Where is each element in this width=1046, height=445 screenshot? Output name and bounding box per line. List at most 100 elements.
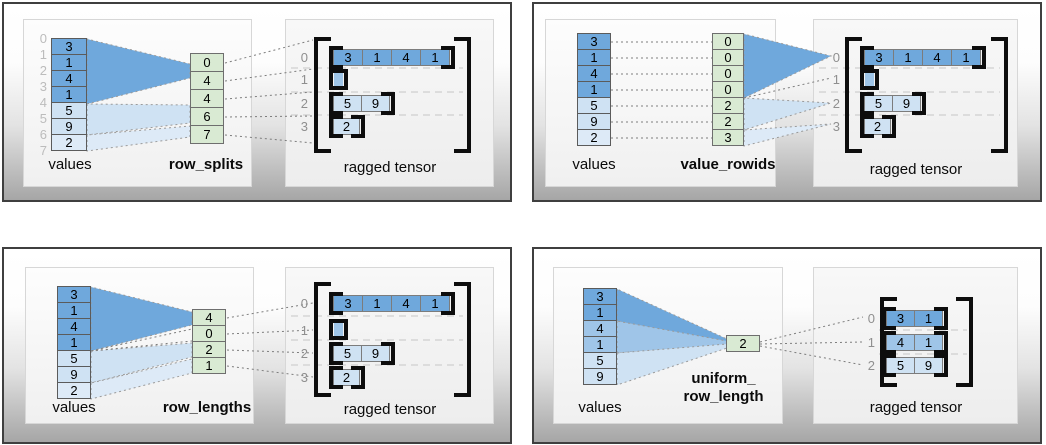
method-caption-line2: row_length: [683, 388, 764, 405]
panel-row-splits: 0 1 2 3 4 5 6 7 3 1 4 1 5 9 2 0 4 4 6 7 …: [2, 2, 512, 202]
method-caption-line1: uniform_: [691, 370, 756, 387]
value-cell: 9: [577, 113, 611, 130]
tensor-cell: 9: [914, 357, 943, 374]
value-rowids-column: 0 0 0 0 2 2 3: [712, 33, 744, 146]
empty-row-fill: [334, 323, 343, 336]
tensor-right-bracket: [454, 37, 471, 153]
value-cell: 1: [57, 302, 91, 319]
tensor-row: 5 9: [329, 92, 395, 115]
row-right-bracket: [381, 92, 395, 115]
values-column: 3 1 4 1 5 9 2: [57, 286, 91, 399]
tensor-row: 3 1: [882, 307, 948, 330]
row-label: 3: [832, 119, 840, 134]
tensor-right-bracket: [956, 297, 973, 387]
row-right-bracket: [441, 46, 455, 69]
method-cell: 4: [192, 309, 226, 326]
tensor-row-empty: [329, 319, 348, 340]
row-label: 2: [867, 358, 875, 373]
empty-row-fill: [865, 73, 874, 86]
row-left-bracket: [860, 46, 874, 69]
tensor-cell: 4: [391, 295, 421, 312]
index-label: 3: [39, 79, 47, 94]
row-label: 0: [867, 311, 875, 326]
row-label: 0: [300, 296, 308, 311]
method-cell: 7: [190, 125, 224, 144]
row-left-bracket: [329, 92, 343, 115]
tensor-row: 4 1: [882, 331, 948, 354]
value-cell: 9: [583, 368, 617, 385]
tensor-cell: 5: [333, 345, 362, 362]
row-lengths-column: 4 0 2 1: [192, 309, 226, 374]
row-right-bracket: [934, 354, 948, 377]
method-cell: 2: [712, 113, 744, 130]
method-cell: 2: [712, 97, 744, 114]
tensor-caption: ragged tensor: [343, 159, 437, 176]
value-cell: 3: [57, 286, 91, 303]
values-caption: values: [572, 156, 616, 173]
row-right-bracket: [381, 342, 395, 365]
row-label: 3: [300, 370, 308, 385]
method-cell: 4: [190, 71, 224, 90]
value-cell: 4: [583, 320, 617, 337]
row-right-bracket: [972, 46, 986, 69]
method-caption: uniform_ row_length: [646, 370, 801, 406]
tensor-left-bracket: [845, 37, 862, 153]
tensor-cell: 4: [922, 49, 952, 66]
tensor-cell: 1: [893, 49, 923, 66]
value-cell: 2: [57, 382, 91, 399]
panel-row-lengths: 3 1 4 1 5 9 2 4 0 2 1 values row_lengths…: [2, 247, 512, 444]
row-right-bracket: [351, 115, 365, 138]
value-cell: 5: [51, 102, 87, 119]
tensor-row: 3 1 4 1: [329, 46, 455, 69]
row-right-bracket: [441, 292, 455, 315]
method-cell: 0: [192, 325, 226, 342]
value-cell: 4: [51, 70, 87, 87]
value-cell: 2: [51, 134, 87, 151]
value-cell: 9: [57, 366, 91, 383]
value-cell: 3: [51, 38, 87, 55]
value-cell: 3: [583, 288, 617, 305]
row-label: 2: [300, 346, 308, 361]
tensor-cell: 9: [892, 95, 921, 112]
tensor-cell: 1: [420, 295, 450, 312]
tensor-row: 5 9: [860, 92, 926, 115]
value-cell: 1: [51, 54, 87, 71]
uniform-row-length-cell: 2: [726, 335, 760, 352]
tensor-caption: ragged tensor: [869, 399, 963, 416]
index-label: 7: [39, 143, 47, 158]
value-cell: 3: [577, 33, 611, 50]
method-cell: 0: [712, 65, 744, 82]
row-right-bracket: [334, 319, 348, 340]
index-label: 0: [39, 31, 47, 46]
tensor-right-bracket: [991, 37, 1008, 153]
method-caption: value_rowids: [680, 156, 776, 173]
index-label: 2: [39, 63, 47, 78]
value-cell: 5: [57, 350, 91, 367]
panel-uniform-row-length: 3 1 4 1 5 9 2 values uniform_ row_length…: [532, 247, 1042, 444]
method-cell: 2: [192, 341, 226, 358]
row-label: 2: [300, 96, 308, 111]
method-cell: 6: [190, 107, 224, 126]
value-cell: 2: [577, 129, 611, 146]
tensor-row: 3 1 4 1: [329, 292, 455, 315]
row-right-bracket: [912, 92, 926, 115]
row-label: 2: [832, 96, 840, 111]
tensor-cell: 2: [864, 118, 891, 135]
row-splits-column: 0 4 4 6 7: [190, 53, 224, 144]
tensor-cell: 1: [914, 334, 943, 351]
values-column: 3 1 4 1 5 9: [583, 288, 617, 385]
panel-value-rowids: 3 1 4 1 5 9 2 0 0 0 0 2 2 3 values value…: [532, 2, 1042, 202]
index-label: 6: [39, 127, 47, 142]
row-left-bracket: [329, 292, 343, 315]
tensor-cell: 2: [333, 369, 360, 386]
value-cell: 5: [577, 97, 611, 114]
value-cell: 1: [583, 304, 617, 321]
row-right-bracket: [934, 331, 948, 354]
tensor-row: 5 9: [329, 342, 395, 365]
values-caption: values: [52, 399, 96, 416]
row-left-bracket: [860, 115, 874, 138]
index-label: 5: [39, 111, 47, 126]
method-cell: 0: [712, 81, 744, 98]
tensor-caption: ragged tensor: [343, 401, 437, 418]
method-cell: 0: [190, 53, 224, 72]
